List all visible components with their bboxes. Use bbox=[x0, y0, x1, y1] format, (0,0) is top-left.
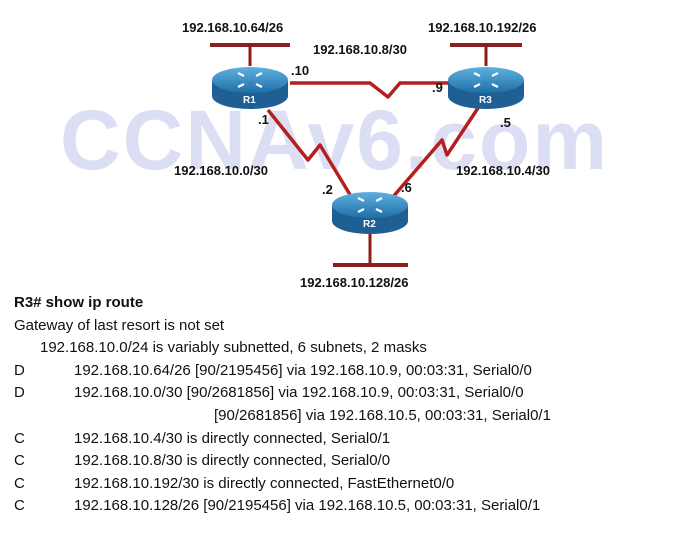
route-entry: C 192.168.10.192/30 is directly connecte… bbox=[14, 473, 674, 496]
interface-label-r1-to-r2: .1 bbox=[258, 112, 269, 127]
gateway-line: Gateway of last resort is not set bbox=[14, 316, 225, 334]
route-code: D bbox=[14, 361, 25, 379]
route-entry: C 192.168.10.128/26 [90/2195456] via 192… bbox=[14, 495, 674, 518]
route-code: C bbox=[14, 429, 25, 447]
interface-label-r3-to-r1: .9 bbox=[432, 80, 443, 95]
interface-label-r2-to-r1: .2 bbox=[322, 182, 333, 197]
network-label-r1-r3: 192.168.10.8/30 bbox=[313, 42, 407, 57]
route-code: C bbox=[14, 452, 25, 470]
route-text: 192.168.10.8/30 is directly connected, S… bbox=[74, 452, 391, 470]
network-label-r2-lan: 192.168.10.128/26 bbox=[300, 275, 409, 290]
watermark: CCNAv6.com bbox=[60, 93, 610, 187]
interface-label-r2-to-r3: .6 bbox=[401, 180, 412, 195]
route-text: 192.168.10.0/30 [90/2681856] via 192.168… bbox=[74, 384, 524, 402]
route-text: [90/2681856] via 192.168.10.5, 00:03:31,… bbox=[214, 406, 551, 424]
interface-label-r1-to-r3: .10 bbox=[291, 63, 310, 78]
route-code: C bbox=[14, 497, 25, 515]
interface-label-r3-to-r2: .5 bbox=[500, 115, 511, 130]
network-label-r2-r3: 192.168.10.4/30 bbox=[456, 163, 550, 178]
serial-link-r1-r2 bbox=[266, 108, 354, 199]
serial-link-r2-r3 bbox=[390, 107, 480, 200]
router-r3-label: R3 bbox=[479, 95, 492, 106]
network-label-r1-lan: 192.168.10.64/26 bbox=[182, 20, 284, 35]
lan-r1 bbox=[210, 43, 290, 66]
router-r3 bbox=[448, 67, 524, 109]
lan-r2 bbox=[333, 232, 408, 267]
serial-link-r1-r3 bbox=[290, 81, 450, 99]
route-text: 192.168.10.192/30 is directly connected,… bbox=[74, 474, 455, 492]
network-label-r3-lan: 192.168.10.192/26 bbox=[428, 20, 537, 35]
route-entry: C 192.168.10.4/30 is directly connected,… bbox=[14, 428, 674, 451]
route-entry: D 192.168.10.64/26 [90/2195456] via 192.… bbox=[14, 360, 674, 383]
lan-r3 bbox=[450, 43, 522, 66]
network-topology bbox=[210, 43, 524, 267]
subnet-summary-line: 192.168.10.0/24 is variably subnetted, 6… bbox=[40, 339, 427, 357]
router-r1-label: R1 bbox=[243, 95, 256, 106]
command-prompt: R3# show ip route bbox=[14, 294, 144, 311]
route-entry: C 192.168.10.8/30 is directly connected,… bbox=[14, 450, 674, 473]
route-text: 192.168.10.4/30 is directly connected, S… bbox=[74, 429, 391, 447]
route-text: 192.168.10.64/26 [90/2195456] via 192.16… bbox=[74, 361, 532, 379]
route-code: D bbox=[14, 384, 25, 402]
route-code: C bbox=[14, 474, 25, 492]
routing-table-output: R3# show ip route Gateway of last resort… bbox=[14, 292, 674, 518]
router-r2-label: R2 bbox=[363, 219, 376, 230]
network-label-r1-r2: 192.168.10.0/30 bbox=[174, 163, 268, 178]
router-r2 bbox=[332, 192, 408, 234]
route-entry-continuation: [90/2681856] via 192.168.10.5, 00:03:31,… bbox=[14, 405, 674, 428]
route-entry: D 192.168.10.0/30 [90/2681856] via 192.1… bbox=[14, 382, 674, 405]
router-r1 bbox=[212, 67, 288, 109]
route-text: 192.168.10.128/26 [90/2195456] via 192.1… bbox=[74, 497, 541, 515]
